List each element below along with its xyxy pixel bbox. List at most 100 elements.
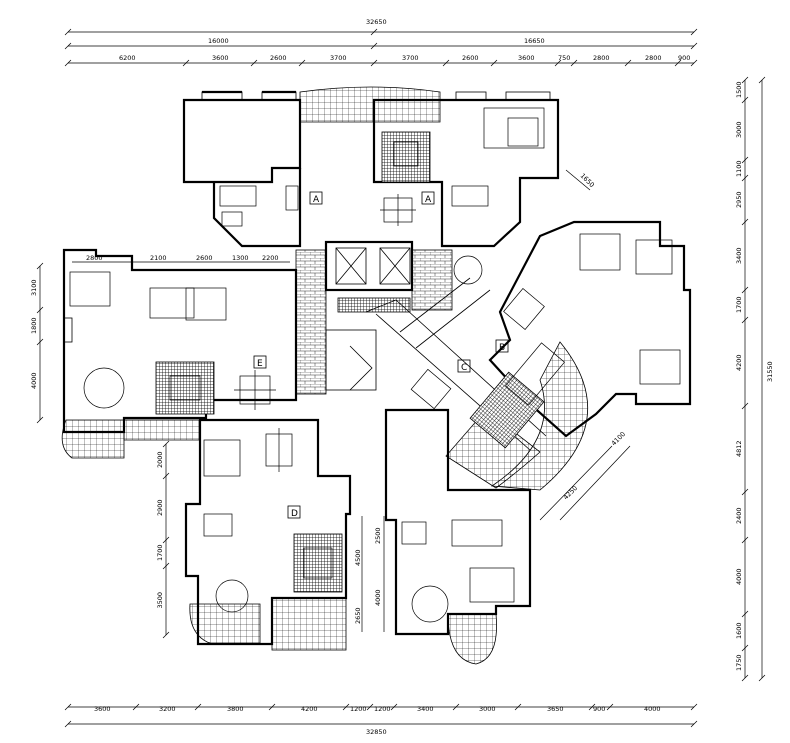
left-upper-segment-dim: 1800 [30,317,38,334]
bottom-segment-dim: 3000 [479,705,496,713]
left-upper-tick [36,262,44,270]
right-tick [741,286,749,294]
top-total-tick [64,28,72,36]
left-lower-segment-dim: 2900 [156,499,164,516]
e-row-dim-3: 2600 [196,254,213,262]
left-lower-tick [162,440,170,448]
bottom-segment-dim: 3800 [227,705,244,713]
right-segment-dim: 1500 [735,81,743,98]
top-tick [442,59,450,67]
right-tick [741,536,749,544]
left-lower-segment-dim: 2000 [156,451,164,468]
e-row-dim-1: 2800 [86,254,103,262]
left-lower-tick [162,631,170,639]
top-tick [250,59,258,67]
top-tick [624,59,632,67]
bottom-tick [132,703,140,711]
bottom-tick [366,703,374,711]
right-total-dim: 31550 [766,361,774,382]
top-segment-dim: 3600 [518,54,535,62]
right-tick [741,156,749,164]
top-tick [370,59,378,67]
left-upper-tick [36,306,44,314]
right-tick [741,674,749,682]
left-lower-tick [162,472,170,480]
top-segment-dim: 900 [678,54,690,62]
e-row-dim-5: 2200 [262,254,279,262]
bottom-segment-dim: 3400 [417,705,434,713]
top-tick [490,59,498,67]
bottom-total-tick [690,720,698,728]
top-total-dim: 32650 [366,18,387,26]
unit-label-c: C [461,363,467,373]
right-segment-dim: 2400 [735,507,743,524]
right-segment-dim: 3400 [735,247,743,264]
bottom-tick [606,703,614,711]
top-half-dim-left: 16000 [208,37,229,45]
bottom-segment-dim: 1200 [374,705,391,713]
mid-vertical-dim-4: 4000 [374,589,382,606]
left-upper-tick [36,338,44,346]
top-half-tick [690,42,698,50]
diagonal-dim-b: 4250 [562,484,579,501]
right-segment-dim: 1600 [735,622,743,639]
top-tick [570,59,578,67]
right-segment-dim: 1100 [735,160,743,177]
right-segment-dim: 4200 [735,354,743,371]
bottom-tick [690,703,698,711]
bottom-tick [64,703,72,711]
unit-label-a-left: A [313,195,320,205]
top-tick [64,59,72,67]
right-tick [741,316,749,324]
top-segment-dim: 3700 [330,54,347,62]
unit-labels: A A B C D E [253,191,509,519]
unit-label-d: D [291,509,298,519]
top-half-tick [370,42,378,50]
bottom-tick [588,703,596,711]
e-row-dim-2: 2100 [150,254,167,262]
right-segment-dim: 2950 [735,191,743,208]
right-segment-dim: 1700 [735,296,743,313]
furniture [69,107,681,623]
top-tick [674,59,682,67]
diagonal-dim-a: 4100 [610,430,627,447]
top-segment-dim: 750 [558,54,570,62]
right-dimension-lines: 31550 1500 3000 1100 2950 3400 1700 4200 4812 24… [735,76,774,682]
bottom-tick [390,703,398,711]
top-half-tick [64,42,72,50]
bottom-total-dim: 32850 [366,728,387,736]
bottom-tick [268,703,276,711]
top-total-tick [370,28,378,36]
bottom-tick [194,703,202,711]
right-tick [741,644,749,652]
unit-label-b: B [499,343,505,353]
right-tick [741,402,749,410]
left-lower-segment-dim: 1700 [156,544,164,561]
right-segment-dim: 4000 [735,568,743,585]
top-segment-dim: 3700 [402,54,419,62]
right-tick [741,76,749,84]
right-segment-dim: 4812 [735,440,743,457]
bottom-segment-dim: 900 [593,705,605,713]
right-total-tick [758,76,766,84]
bottom-segment-dim: 3650 [547,705,564,713]
top-segment-dim: 2800 [593,54,610,62]
right-segment-dim: 3000 [735,121,743,138]
bottom-tick [514,703,522,711]
top-tick [690,59,698,67]
building-walls [61,86,692,665]
top-half-dim-right: 16650 [524,37,545,45]
bottom-segment-dim: 3600 [94,705,111,713]
mid-vertical-dim-1: 4500 [354,549,362,566]
left-upper-tick [36,416,44,424]
left-lower-segment-dim: 3500 [156,592,164,609]
mid-vertical-dim-3: 2650 [354,607,362,624]
bottom-segment-dim: 1200 [350,705,367,713]
bottom-total-tick [64,720,72,728]
e-row-dim-4: 1300 [232,254,249,262]
right-tick [741,174,749,182]
